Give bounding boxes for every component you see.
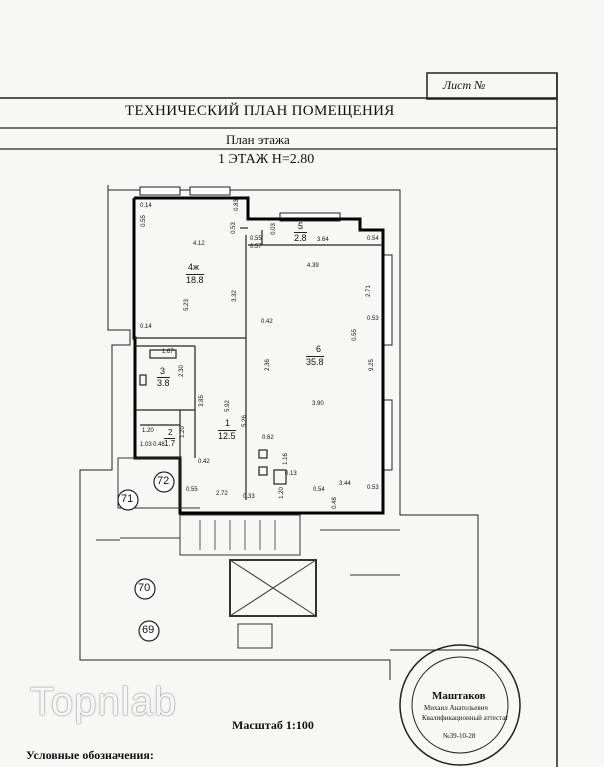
dimension-label: 0.48 bbox=[153, 442, 165, 448]
room-circle-71: 71 bbox=[121, 493, 134, 505]
floor-label: 1 ЭТАЖ Н=2.80 bbox=[218, 152, 315, 167]
dimension-label: 0.03 bbox=[270, 223, 277, 235]
sheet-number-label: Лист № bbox=[443, 78, 486, 92]
dimension-label: 2.71 bbox=[365, 285, 372, 297]
seal-stamp bbox=[399, 644, 521, 766]
dimension-label: 0.14 bbox=[140, 324, 152, 330]
room-4-area: 18.8 bbox=[186, 274, 204, 285]
dimension-label: 0.14 bbox=[140, 203, 152, 209]
dimension-label: 0.55 bbox=[140, 215, 147, 227]
dimension-label: 2.30 bbox=[178, 365, 185, 377]
room-6-number: 6 bbox=[316, 344, 322, 354]
dimension-label: 5.92 bbox=[224, 400, 231, 412]
dimension-label: 0.33 bbox=[243, 494, 255, 500]
dimension-label: 0.53 bbox=[367, 316, 379, 322]
dimension-label: 0.42 bbox=[261, 319, 273, 325]
dimension-label: 0.57 bbox=[250, 244, 262, 250]
dimension-label: 9.25 bbox=[368, 359, 375, 371]
stamp-name: Маштаков bbox=[432, 690, 486, 702]
stamp-patronymic: Михаил Анатольевич bbox=[424, 704, 488, 712]
room-4-number: 4ж bbox=[188, 262, 200, 272]
dimension-label: 0.55 bbox=[250, 236, 262, 242]
dimension-label: 1.16 bbox=[282, 453, 289, 465]
dimension-label: 0.83 bbox=[233, 199, 240, 211]
dimension-label: 4.12 bbox=[193, 241, 205, 247]
room-circle-70: 70 bbox=[138, 582, 151, 594]
dimension-label: 1.67 bbox=[162, 349, 174, 355]
room-3-area: 3.8 bbox=[157, 377, 170, 388]
room-2-number: 2 bbox=[168, 428, 173, 437]
dimension-label: 0.54 bbox=[313, 487, 325, 493]
room-circle-72: 72 bbox=[157, 475, 170, 487]
dimension-label: 0.13 bbox=[285, 471, 297, 477]
dimension-label: 0.62 bbox=[262, 435, 274, 441]
dimension-label: 0.48 bbox=[331, 497, 338, 509]
dimension-label: 3.64 bbox=[317, 237, 329, 243]
dimension-label: 0.55 bbox=[351, 329, 358, 341]
dimension-label: 0.42 bbox=[198, 459, 210, 465]
dimension-label: 1.20 bbox=[142, 428, 154, 434]
scale-label: Масштаб 1:100 bbox=[232, 718, 314, 732]
dimension-label: 1.03 bbox=[140, 442, 152, 448]
dimension-label: 1.20 bbox=[278, 487, 285, 499]
legend-title: Условные обозначения: bbox=[26, 748, 154, 762]
room-5-area: 2.8 bbox=[294, 232, 307, 243]
room-5-number: 5 bbox=[298, 221, 304, 231]
dimension-label: 5.23 bbox=[183, 299, 190, 311]
dimension-label: 3.85 bbox=[198, 395, 205, 407]
dimension-label: 0.55 bbox=[186, 487, 198, 493]
dimension-label: 0.53 bbox=[230, 222, 237, 234]
dimension-label: 3.32 bbox=[231, 290, 238, 302]
dimension-label: 4.39 bbox=[307, 263, 319, 269]
dimension-label: 5.26 bbox=[241, 415, 248, 427]
page-subtitle: План этажа bbox=[226, 132, 290, 147]
unit-outline bbox=[132, 196, 385, 515]
room-6-area: 35.8 bbox=[306, 356, 324, 367]
dimension-label: 1.20 bbox=[179, 426, 186, 438]
page-title: ТЕХНИЧЕСКИЙ ПЛАН ПОМЕЩЕНИЯ bbox=[125, 103, 395, 119]
room-1-area: 12.5 bbox=[218, 430, 236, 441]
dimension-label: 0.54 bbox=[367, 236, 379, 242]
room-3-number: 3 bbox=[160, 366, 166, 376]
dimension-label: 3.44 bbox=[339, 481, 351, 487]
room-1-number: 1 bbox=[225, 418, 231, 428]
dimension-label: 2.36 bbox=[264, 359, 271, 371]
room-circle-69: 69 bbox=[142, 624, 155, 636]
room-2-area: 1.7 bbox=[164, 438, 176, 448]
dimension-label: 3.90 bbox=[312, 401, 324, 407]
stamp-number: №39-10-28 bbox=[443, 732, 476, 740]
stamp-qualification: Квалификационный аттестат bbox=[422, 714, 509, 722]
dimension-label: 0.53 bbox=[367, 485, 379, 491]
dimension-label: 2.72 bbox=[216, 491, 228, 497]
watermark: Topnlab bbox=[30, 680, 178, 724]
